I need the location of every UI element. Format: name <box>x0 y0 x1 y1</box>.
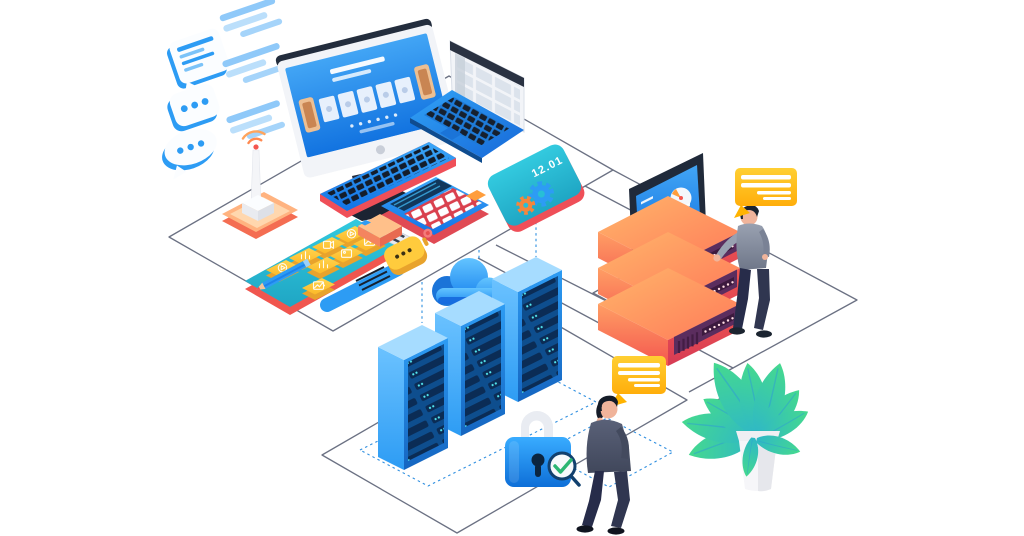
potted-plant <box>679 354 813 492</box>
app-tiles-tablet <box>245 219 401 315</box>
chat-bubble-oval <box>162 128 217 180</box>
wifi-antenna <box>222 130 298 239</box>
chat-bubble-text <box>167 28 230 97</box>
keyhole-icon <box>531 453 545 467</box>
smartwatch <box>320 228 433 312</box>
verified-magnifier-icon <box>547 451 581 487</box>
chat-bubble-dots <box>167 83 220 132</box>
workstation-platform <box>168 75 614 332</box>
thinking-person <box>576 395 631 535</box>
keyboard <box>320 142 456 218</box>
clock-gears-card: 12.01 <box>487 144 585 232</box>
pencil <box>256 258 311 290</box>
rack-server-stack <box>596 194 742 368</box>
trackpad <box>440 127 462 140</box>
wifi-icon <box>241 130 266 150</box>
security-padlock <box>505 411 581 487</box>
speech-bubble-thinking <box>610 356 666 407</box>
admin-person <box>713 205 772 338</box>
message-bars <box>219 0 285 139</box>
laptop <box>410 40 525 163</box>
camera-dot-icon <box>375 145 385 155</box>
speech-bubble-admin <box>734 168 797 218</box>
gear-icon <box>516 181 555 215</box>
photo-filmstrip-icon <box>298 64 436 133</box>
calculator <box>381 177 489 244</box>
